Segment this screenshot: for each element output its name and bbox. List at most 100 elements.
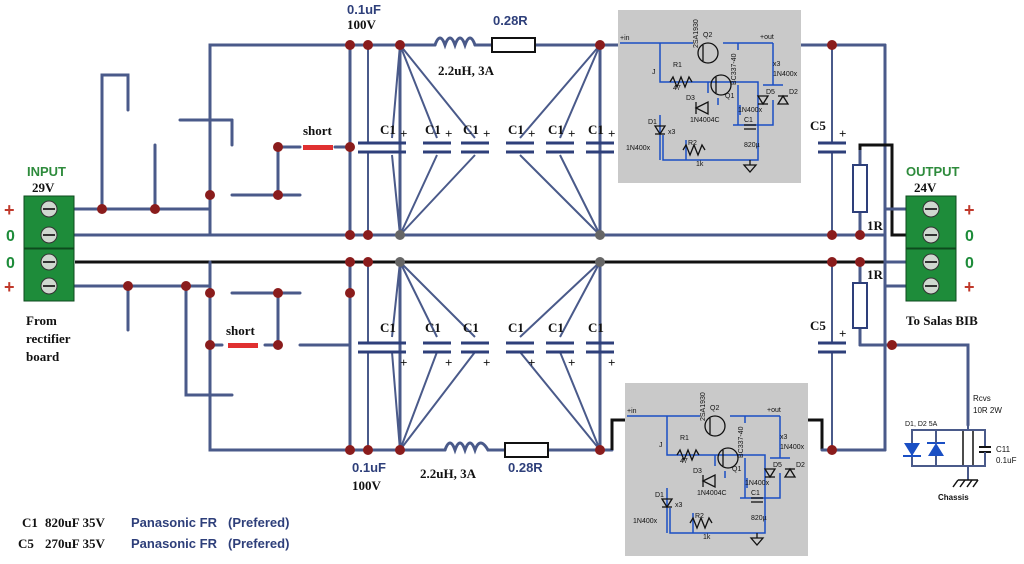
reg-top-r2-label: R2 bbox=[688, 140, 697, 147]
legend-row-2-spec: 270uF 35V bbox=[45, 536, 105, 551]
reg-top-d5-label: D5 bbox=[766, 89, 775, 96]
reg-top-d1-mult: x3 bbox=[668, 129, 676, 136]
reg-top-q1-label: Q1 bbox=[725, 93, 734, 100]
reg-top-c1-label: C1 bbox=[744, 117, 753, 124]
reg-bottom-d3-label: D3 bbox=[693, 468, 702, 475]
bulk-bottom-cap-plus: + bbox=[483, 355, 490, 370]
reg-top-r2-value: 1k bbox=[696, 161, 704, 168]
reg-top-q1-part: BC337-40 bbox=[731, 53, 738, 85]
junction-nodes bbox=[97, 40, 897, 455]
chassis-diodes-label: D1, D2 5A bbox=[905, 421, 938, 428]
reg-top-d3-label: D3 bbox=[686, 95, 695, 102]
bulk-bottom-cap-plus: + bbox=[568, 355, 575, 370]
input-plus-top: + bbox=[4, 200, 15, 220]
resistor-top bbox=[491, 37, 536, 53]
reg-top-in-label: +in bbox=[620, 35, 630, 42]
bulk-bottom-cap-label: C1 bbox=[380, 320, 396, 335]
reg-bottom-q1-part: BC337-40 bbox=[738, 426, 745, 458]
bulk-bottom-cap-plus: + bbox=[528, 355, 535, 370]
input-terminal-top[interactable] bbox=[23, 195, 75, 249]
bulk-bottom-cap-5: C1 + bbox=[546, 320, 575, 370]
bleeder-resistor-top-label: 1R bbox=[867, 218, 884, 233]
bulk-top-cap-plus: + bbox=[483, 126, 490, 141]
legend-row-2-note: (Prefered) bbox=[228, 536, 289, 551]
input-zero-top: 0 bbox=[6, 228, 15, 245]
bulk-top-cap-5: C1+ bbox=[546, 122, 575, 154]
reg-bottom-panel bbox=[625, 383, 808, 556]
output-cap-top-plus: + bbox=[839, 126, 846, 141]
bulk-bottom-cap-label: C1 bbox=[508, 320, 524, 335]
bulk-top-cap-label: C1 bbox=[380, 122, 396, 137]
input-zero-bottom: 0 bbox=[6, 255, 15, 272]
film-cap-top bbox=[358, 141, 378, 154]
bleeder-resistor-bottom-label: 1R bbox=[867, 267, 884, 282]
reg-bottom-d-mult: x3 bbox=[780, 434, 788, 441]
bulk-top-cap-6: C1+ bbox=[586, 122, 615, 154]
bleeder-resistor-top bbox=[852, 164, 868, 213]
short-link-bottom bbox=[228, 343, 258, 348]
reg-bottom-d1-label: D1 bbox=[655, 492, 664, 499]
reg-bottom-d2-part: 1N400x bbox=[780, 444, 805, 451]
output-cap-top bbox=[818, 141, 846, 154]
legend-row-1-ref: C1 bbox=[22, 515, 38, 530]
bulk-bottom-cap-6: C1+ bbox=[586, 320, 615, 370]
output-zero-bottom: 0 bbox=[965, 255, 974, 272]
reg-top-c1-value: 820µ bbox=[744, 142, 760, 149]
film-cap-bottom-voltage: 100V bbox=[352, 478, 382, 493]
reg-bottom-r1-value: 47 bbox=[680, 458, 688, 465]
reg-top-d1-part: 1N400x bbox=[626, 145, 651, 152]
reg-bottom-c1-label: C1 bbox=[751, 490, 760, 497]
reg-bottom-d1-part: 1N400x bbox=[633, 518, 658, 525]
bulk-bottom-cap-label: C1 bbox=[425, 320, 441, 335]
output-terminal-top[interactable] bbox=[905, 195, 957, 249]
bulk-top-cap-plus: + bbox=[528, 126, 535, 141]
input-note-line3: board bbox=[26, 349, 60, 364]
reg-top-j-label: J bbox=[652, 69, 656, 76]
inductor-bottom-label: 2.2uH, 3A bbox=[420, 466, 477, 481]
inductor-bottom bbox=[443, 441, 490, 455]
output-cap-bottom-label: C5 bbox=[810, 318, 826, 333]
chassis-network bbox=[903, 425, 991, 488]
input-title: INPUT bbox=[27, 164, 66, 179]
chassis-ground-label: Chassis bbox=[938, 493, 969, 502]
short-label-top: short bbox=[303, 123, 333, 138]
bulk-top-cap-3: C1+ bbox=[461, 122, 490, 154]
bulk-bottom-cap-label: C1 bbox=[548, 320, 564, 335]
input-terminal-bottom[interactable] bbox=[23, 248, 75, 302]
film-cap-bottom-value: 0.1uF bbox=[352, 460, 386, 475]
bulk-bottom-cap-label: C1 bbox=[588, 320, 604, 335]
reg-bottom-r1-label: R1 bbox=[680, 435, 689, 442]
film-cap-bottom bbox=[358, 341, 378, 354]
reg-bottom-d5-part: 1N400x bbox=[745, 480, 770, 487]
output-note: To Salas BIB bbox=[906, 313, 978, 328]
bulk-caps-bottom: C1+C1+C1+C1+C1+C1+ bbox=[378, 320, 615, 370]
resistor-bottom-label: 0.28R bbox=[508, 460, 543, 475]
legend-row-2-brand: Panasonic FR bbox=[131, 536, 218, 551]
output-cap-bottom-plus: + bbox=[839, 326, 846, 341]
output-plus-bottom: + bbox=[964, 277, 975, 297]
bulk-top-cap-label: C1 bbox=[425, 122, 441, 137]
inductor-top bbox=[433, 36, 477, 50]
reg-bottom-c1-value: 820µ bbox=[751, 515, 767, 522]
bulk-bottom-cap-plus: + bbox=[445, 355, 452, 370]
reg-bottom-d2-label: D2 bbox=[796, 462, 805, 469]
reg-top-r1-value: 47 bbox=[673, 85, 681, 92]
chassis-cap-label: C11 bbox=[996, 445, 1011, 454]
output-voltage: 24V bbox=[914, 180, 937, 195]
bulk-bottom-cap-2: C1 + bbox=[423, 320, 452, 370]
bulk-bottom-cap-4: C1 + bbox=[506, 320, 535, 370]
output-cap-top-label: C5 bbox=[810, 118, 826, 133]
reg-top-r1-label: R1 bbox=[673, 62, 682, 69]
reg-top-d2-part: 1N400x bbox=[773, 71, 798, 78]
output-title: OUTPUT bbox=[906, 164, 960, 179]
bulk-top-cap-2: C1+ bbox=[423, 122, 452, 154]
output-terminal-bottom[interactable] bbox=[905, 248, 957, 302]
bulk-bottom-cap-1: C1 + bbox=[378, 320, 407, 370]
reg-bottom-in-label: +in bbox=[627, 408, 637, 415]
short-label-bottom: short bbox=[226, 323, 256, 338]
reg-bottom-out-label: +out bbox=[767, 407, 781, 414]
bulk-bottom-cap-plus: + bbox=[400, 355, 407, 370]
reg-top-q2-part: 2SA1930 bbox=[693, 19, 700, 48]
